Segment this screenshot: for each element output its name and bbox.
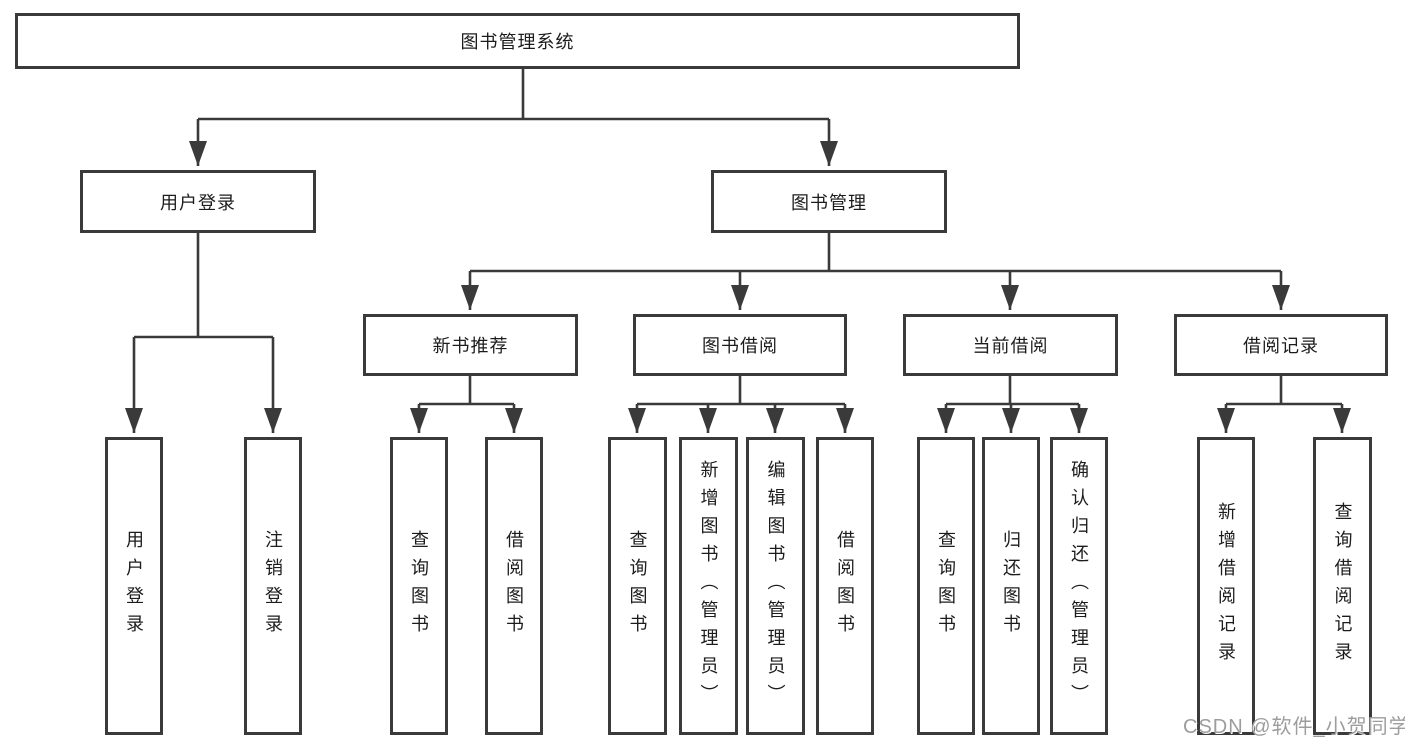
leaf-borrow-books-recommend: 借阅图书 — [485, 437, 543, 735]
connector-book-mgmt — [470, 233, 1281, 273]
node-book-borrow: 图书借阅 — [633, 314, 847, 376]
connector-borrow-records — [1226, 376, 1342, 406]
leaf-query-books-current: 查询图书 — [917, 437, 975, 735]
connector-new-books — [419, 376, 514, 406]
leaf-return-books: 归还图书 — [982, 437, 1040, 735]
connector-borrow — [637, 376, 845, 406]
leaf-borrow-books: 借阅图书 — [816, 437, 874, 735]
node-borrow-records: 借阅记录 — [1174, 314, 1388, 376]
connector-user-login — [134, 233, 273, 339]
leaf-add-borrow-record: 新增借阅记录 — [1197, 437, 1255, 735]
leaf-query-books-recommend: 查询图书 — [390, 437, 448, 735]
connector-current-borrow — [946, 376, 1079, 406]
node-new-book-recommend: 新书推荐 — [363, 314, 578, 376]
leaf-logout: 注销登录 — [244, 437, 302, 735]
leaf-query-borrow-record: 查询借阅记录 — [1313, 437, 1372, 735]
node-user-login: 用户登录 — [80, 170, 316, 233]
connector-root — [198, 69, 829, 121]
leaf-query-books-borrow: 查询图书 — [608, 437, 667, 735]
node-current-borrow: 当前借阅 — [903, 314, 1118, 376]
leaf-add-books-admin: 新增图书（管理员） — [679, 437, 738, 735]
leaf-edit-books-admin: 编辑图书（管理员） — [746, 437, 805, 735]
node-book-management: 图书管理 — [711, 170, 947, 233]
leaf-user-login: 用户登录 — [105, 437, 163, 735]
node-root-system: 图书管理系统 — [15, 13, 1020, 69]
leaf-confirm-return-admin: 确认归还（管理员） — [1050, 437, 1108, 735]
csdn-watermark: CSDN @软件_小贺同学 — [1183, 716, 1405, 738]
